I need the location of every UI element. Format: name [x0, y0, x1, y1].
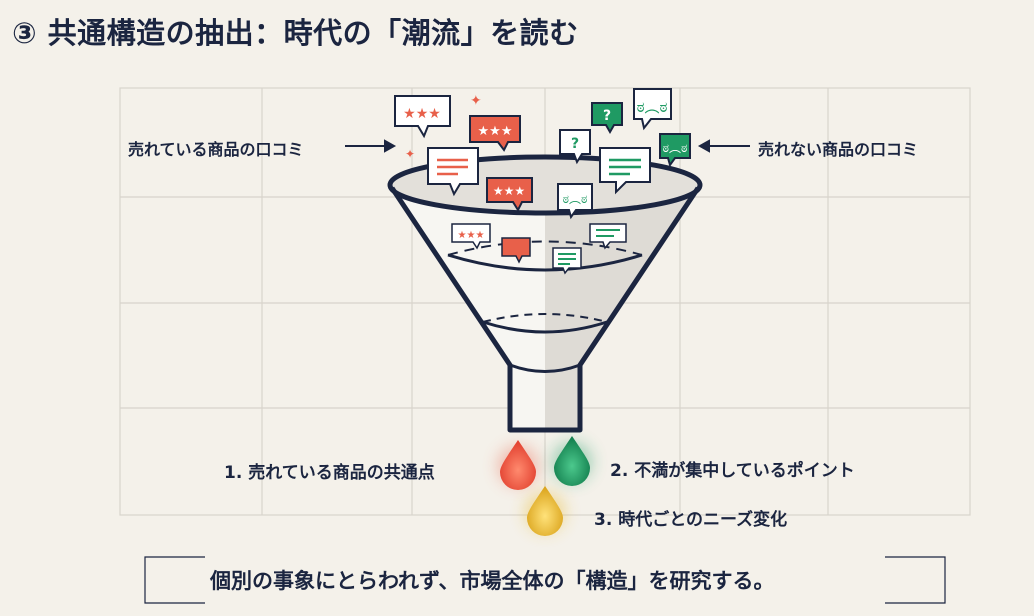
motto-text: 個別の事象にとらわれず、市場全体の「構造」を研究する。: [210, 569, 775, 593]
svg-text:ಠ︵ಠ: ಠ︵ಠ: [663, 141, 688, 155]
sold-reviews-label: 売れている商品の口コミ: [128, 140, 304, 159]
svg-text:★★★: ★★★: [493, 184, 525, 198]
svg-text:✦: ✦: [405, 147, 415, 161]
svg-text:ಠ︵ಠ: ಠ︵ಠ: [637, 98, 668, 116]
motto-brackets: [144, 556, 946, 604]
svg-text:?: ?: [603, 108, 611, 124]
svg-text:★★★: ★★★: [478, 124, 513, 139]
svg-text:★★★: ★★★: [458, 230, 485, 241]
positive-review-bubbles: ★★★ ★★★ ★★★ ★★★ ✦ ✦: [394, 93, 533, 264]
svg-text:✦: ✦: [470, 93, 482, 109]
unsold-reviews-label: 売れない商品の口コミ: [758, 140, 919, 159]
yellow-drop-icon: [525, 486, 565, 536]
negative-review-bubbles: ? ಠ︵ಠ ? ಠ︵ಠ ಠ︵ಠ: [552, 88, 691, 275]
slide-title: ③ 共通構造の抽出：時代の「潮流」を読む: [12, 16, 579, 50]
funnel-icon: [387, 154, 703, 433]
output-label-1: 1. 売れている商品の共通点: [224, 463, 435, 483]
output-label-2: 2. 不満が集中しているポイント: [610, 461, 855, 481]
svg-text:ಠ︵ಠ: ಠ︵ಠ: [563, 192, 588, 206]
red-drop-icon: [498, 440, 538, 490]
svg-text:★★★: ★★★: [403, 106, 441, 122]
arrow-right-icon: [345, 139, 397, 153]
arrow-left-icon: [697, 139, 750, 153]
green-drop-icon: [552, 436, 592, 486]
output-label-3: 3. 時代ごとのニーズ変化: [594, 510, 788, 530]
svg-text:?: ?: [571, 136, 579, 152]
